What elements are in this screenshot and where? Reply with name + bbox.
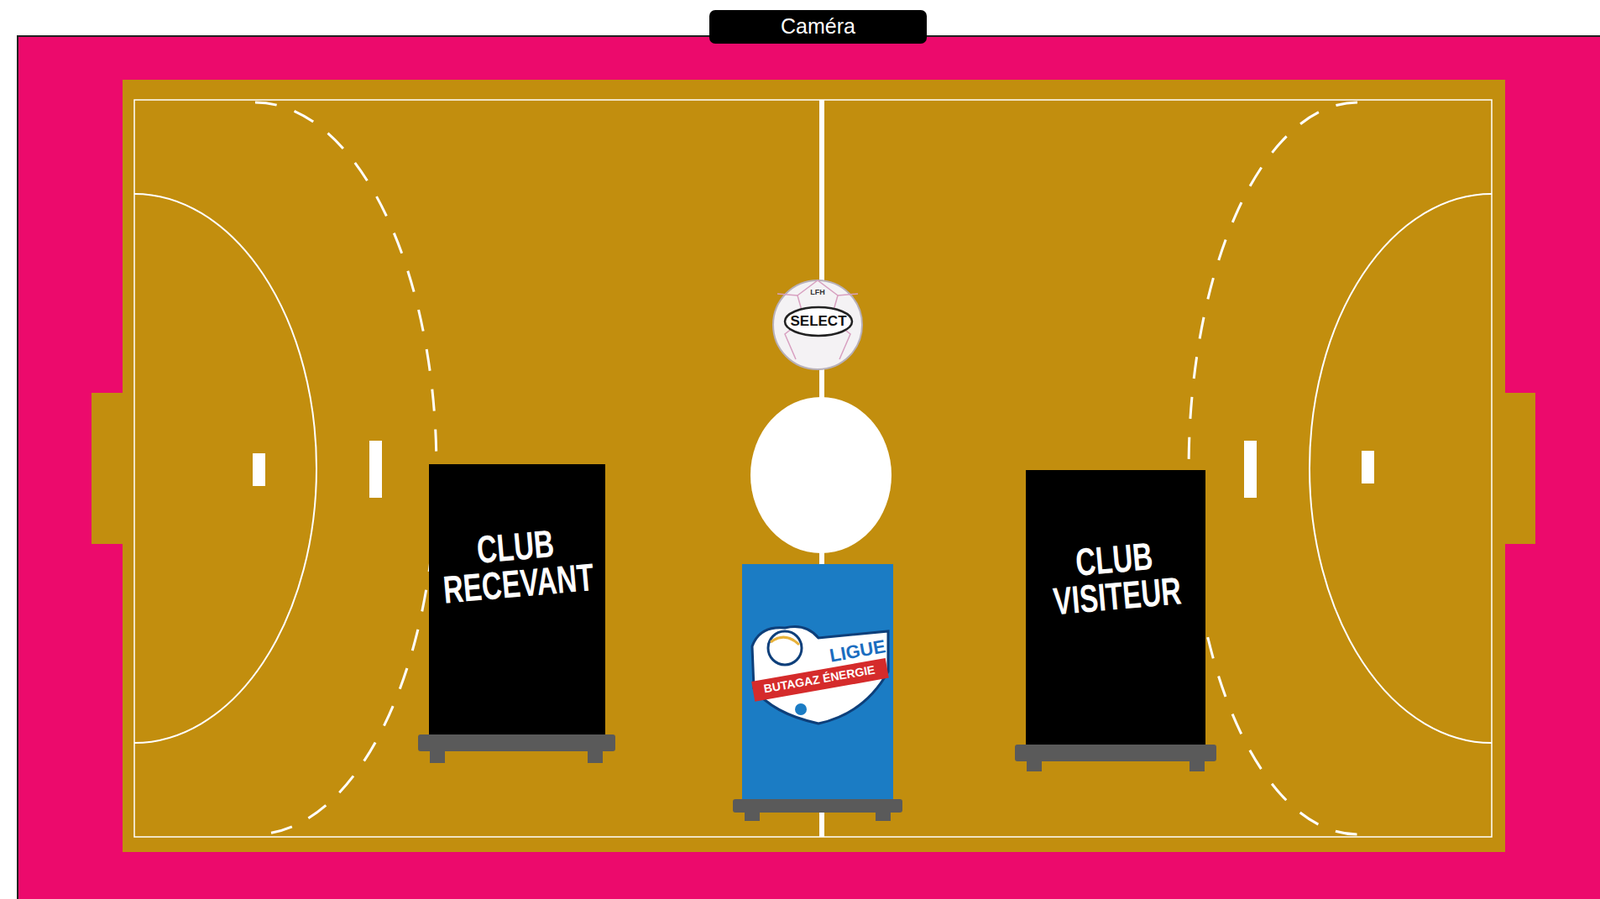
league-logo [751, 627, 889, 725]
court-floor [122, 79, 1506, 853]
display-panel: CLUB RECEVANT [428, 464, 606, 735]
ball-print: LFH [810, 287, 826, 297]
visitor-panel [1025, 470, 1206, 745]
panel-text: LIGUE [828, 636, 888, 666]
league-panel [742, 564, 894, 800]
ball-print-wrap: LFH [767, 279, 868, 305]
camera-label: Caméra [780, 15, 856, 39]
camera-tag: Caméra [709, 10, 927, 44]
ball-print: SELECT [789, 313, 847, 330]
panel-text: CLUB VISITEUR [1048, 535, 1183, 620]
ball [773, 280, 863, 370]
court-lines [134, 99, 1492, 837]
court-surround [17, 36, 1600, 899]
panel-text: CLUB RECEVANT [439, 522, 597, 610]
center-circle [750, 397, 892, 554]
ball-print-wrap: SELECT [768, 308, 869, 335]
display-panel: LIGUEBUTAGAZ ÉNERGIE [742, 564, 894, 800]
panel-text: BUTAGAZ ÉNERGIE [763, 664, 877, 696]
home-panel [428, 464, 606, 735]
display-panel: CLUB VISITEUR [1025, 470, 1206, 745]
